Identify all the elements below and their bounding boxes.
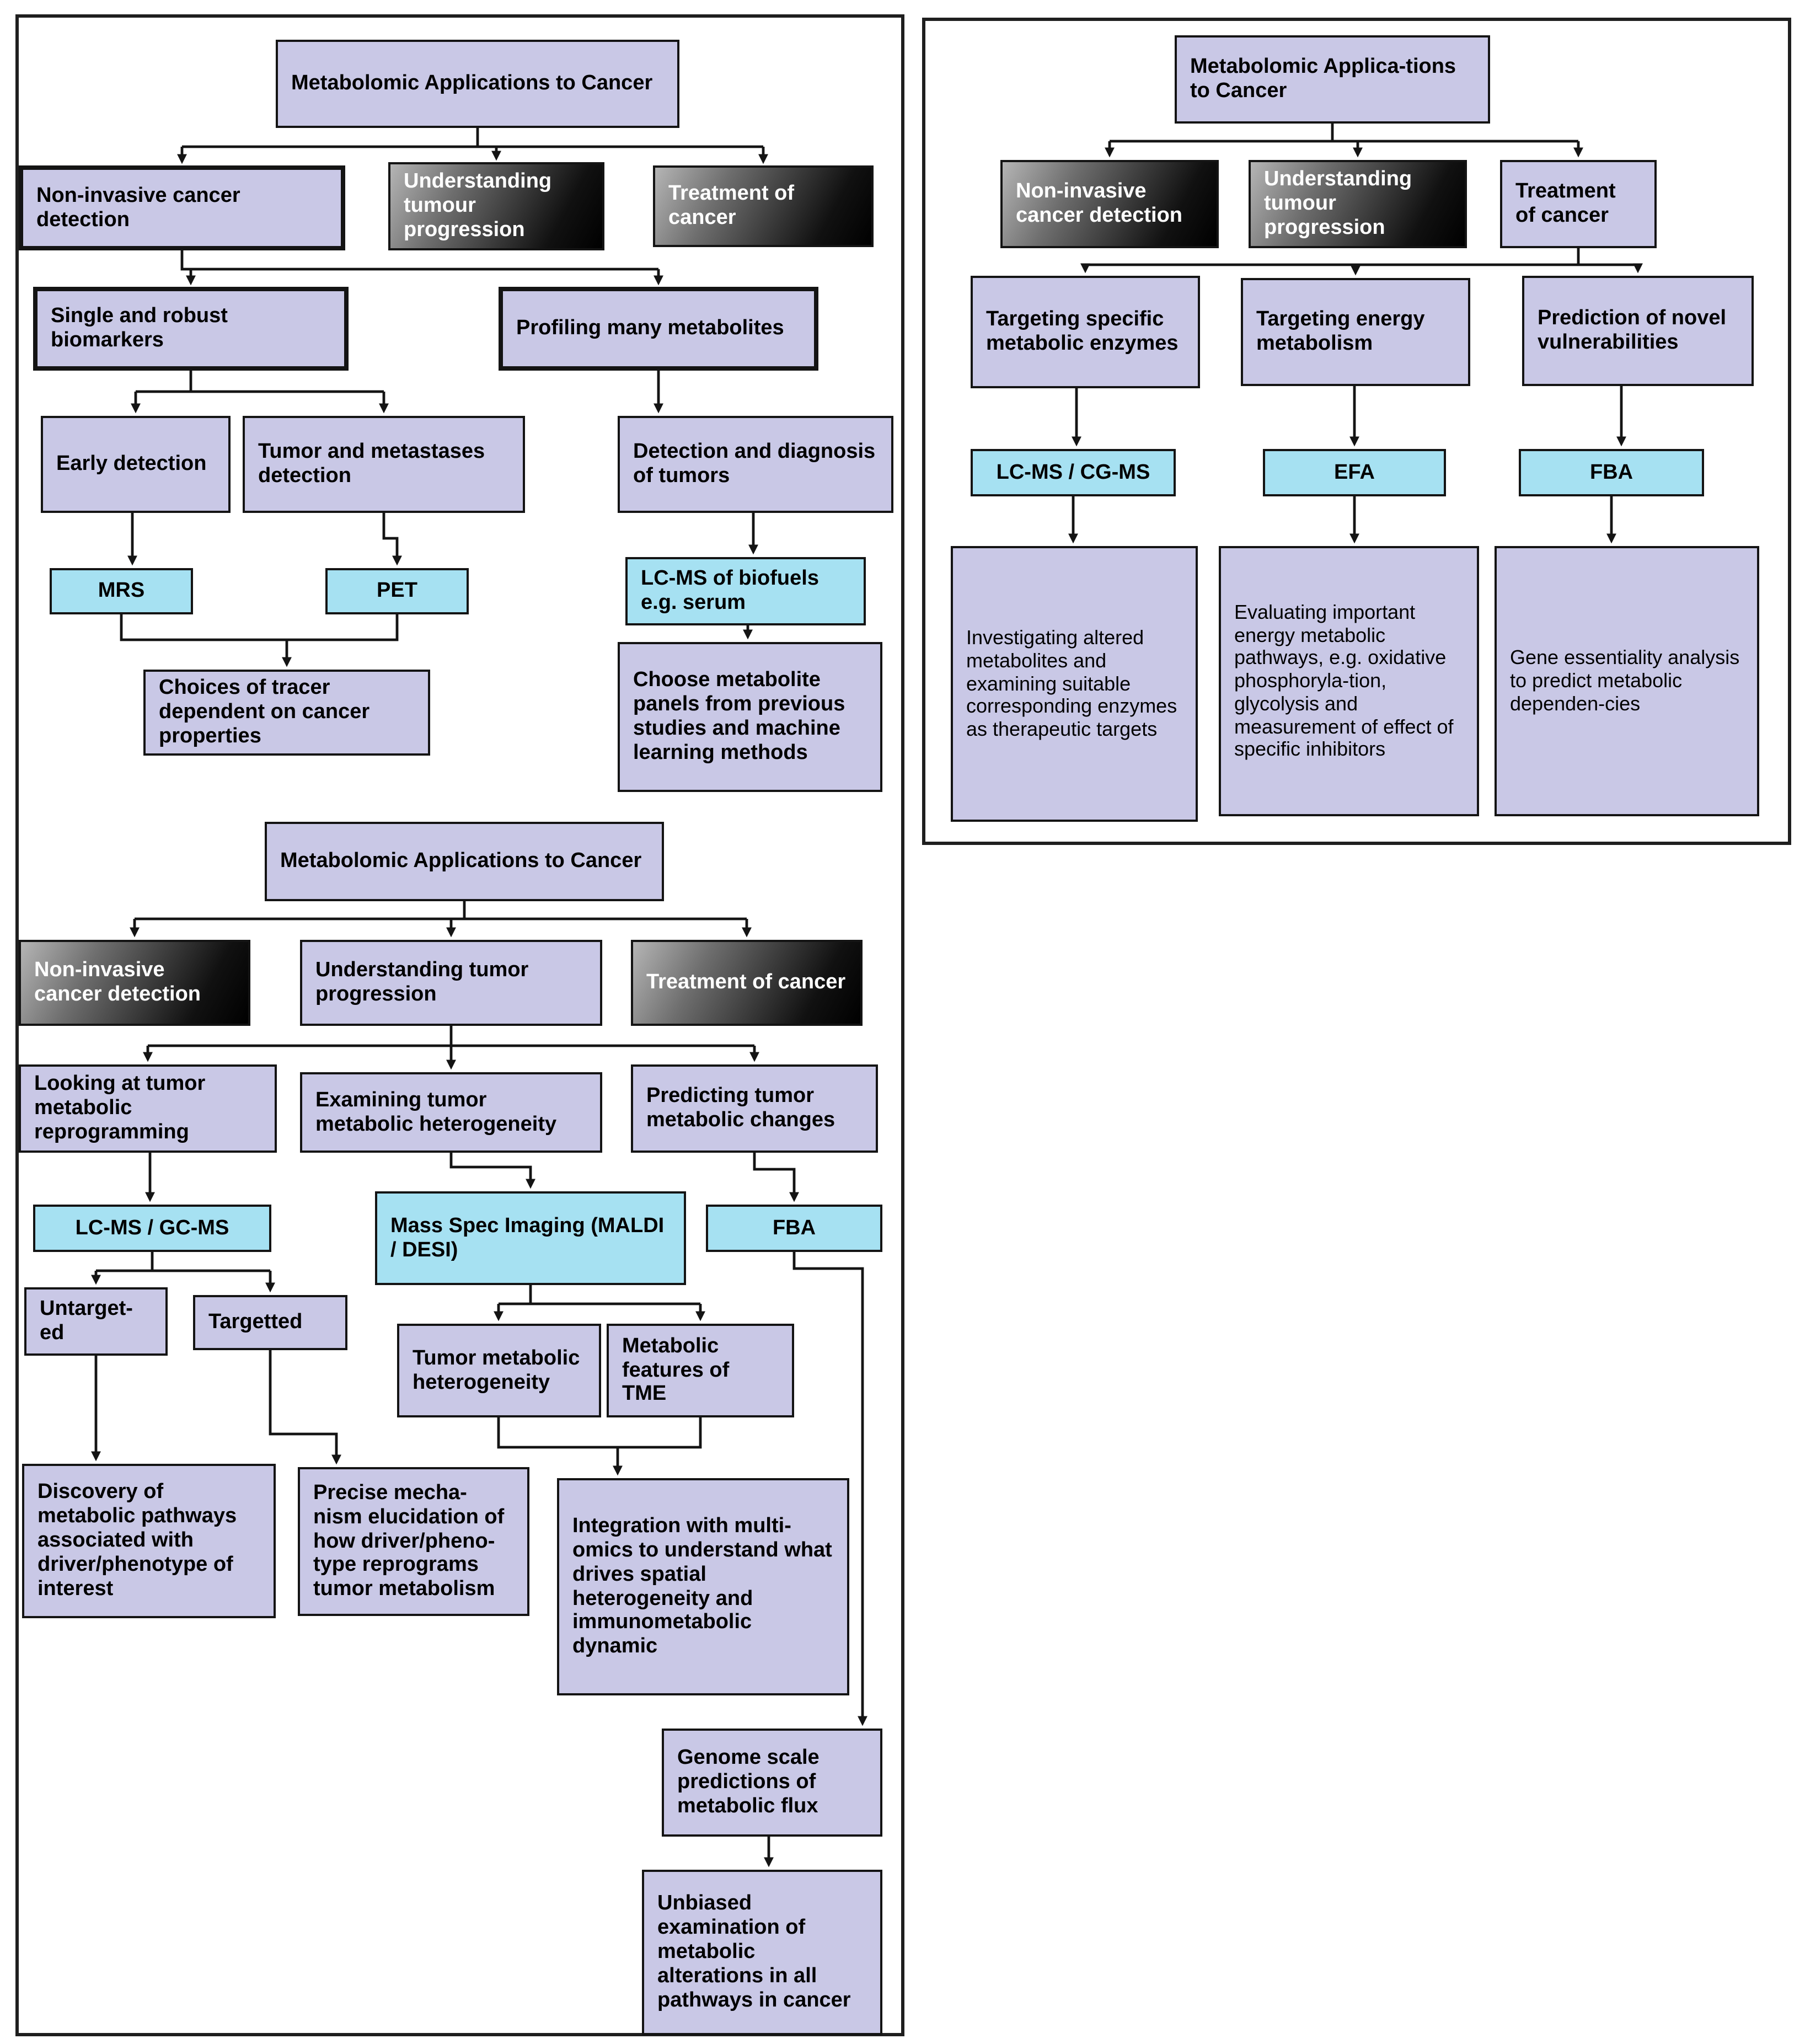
node-bl-discovery-pathways: Discovery of metabolic pathways associat… — [22, 1464, 276, 1618]
node-tl-tracer-choices: Choices of tracer dependent on cancer pr… — [143, 670, 430, 756]
node-tr-understanding: Understanding tumour progression — [1249, 160, 1467, 248]
node-tr-gene-essentiality: Gene essentiality analysis to predict me… — [1495, 546, 1759, 816]
node-bl-root: Metabolomic Applications to Cancer — [265, 822, 664, 901]
node-tr-noninvasive: Non-invasive cancer detection — [1000, 160, 1219, 248]
node-bl-genome-scale: Genome scale predictions of metabolic fl… — [662, 1729, 882, 1837]
node-tl-single-biomarkers: Single and robust biomarkers — [33, 287, 349, 371]
node-bl-precise-mechanism: Precise mecha-nism elucidation of how dr… — [298, 1467, 529, 1616]
node-tl-detection-diagnosis: Detection and diagnosis of tumors — [618, 416, 893, 513]
node-bl-looking-reprogramming: Looking at tumor metabolic reprogramming — [19, 1064, 277, 1153]
node-tr-efa: EFA — [1263, 449, 1446, 496]
node-bl-understanding: Understanding tumor progression — [300, 940, 602, 1026]
node-tl-pet: PET — [325, 568, 469, 614]
node-tl-profiling: Profiling many metabolites — [499, 287, 818, 371]
node-bl-treatment: Treatment of cancer — [631, 940, 863, 1026]
node-tl-root: Metabolomic Applications to Cancer — [276, 40, 679, 128]
node-tr-investigating: Investigating altered metabolites and ex… — [951, 546, 1198, 822]
node-tr-novel-vulnerabilities: Prediction of novel vulnerabilities — [1522, 276, 1754, 386]
node-tr-targeting-energy: Targeting energy metabolism — [1241, 278, 1470, 386]
node-bl-untargeted: Untarget-ed — [24, 1287, 168, 1356]
node-tr-targeting-enzymes: Targeting specific metabolic enzymes — [971, 276, 1200, 388]
node-bl-unbiased-examination: Unbiased examination of metabolic altera… — [642, 1870, 882, 2035]
node-bl-multiomics-integration: Integration with multi-omics to understa… — [557, 1478, 849, 1695]
node-tl-mrs: MRS — [50, 568, 193, 614]
node-bl-mass-spec-imaging: Mass Spec Imaging (MALDI / DESI) — [375, 1191, 686, 1285]
node-tr-evaluating: Evaluating important energy metabolic pa… — [1219, 546, 1479, 816]
node-tr-treatment: Treatment of cancer — [1500, 160, 1657, 248]
node-bl-lcms-gcms: LC-MS / GC-MS — [33, 1205, 271, 1252]
node-tl-lcms-biofluids: LC-MS of biofuels e.g. serum — [625, 557, 866, 625]
node-bl-predicting-changes: Predicting tumor metabolic changes — [631, 1064, 878, 1153]
node-tr-lcms-cgms: LC-MS / CG-MS — [971, 449, 1176, 496]
node-tl-understanding: Understanding tumour progression — [388, 162, 604, 250]
node-tl-early-detection: Early detection — [41, 416, 231, 513]
node-tr-root: Metabolomic Applica-tions to Cancer — [1175, 35, 1490, 124]
node-tl-tumor-metastases: Tumor and metastases detection — [243, 416, 525, 513]
node-tl-treatment: Treatment of cancer — [653, 165, 874, 247]
node-bl-tumor-heterogeneity: Tumor metabolic heterogeneity — [397, 1324, 601, 1417]
node-bl-targeted: Targetted — [193, 1295, 347, 1350]
node-bl-tme-features: Metabolic features of TME — [607, 1324, 794, 1417]
node-tl-noninvasive: Non-invasive cancer detection — [19, 165, 345, 250]
node-bl-noninvasive: Non-invasive cancer detection — [19, 940, 250, 1026]
node-bl-fba: FBA — [706, 1205, 882, 1252]
node-tr-fba: FBA — [1519, 449, 1704, 496]
node-tl-metabolite-panels: Choose metabolite panels from previous s… — [618, 642, 882, 792]
node-bl-examining-heterogeneity: Examining tumor metabolic heterogeneity — [300, 1072, 602, 1153]
